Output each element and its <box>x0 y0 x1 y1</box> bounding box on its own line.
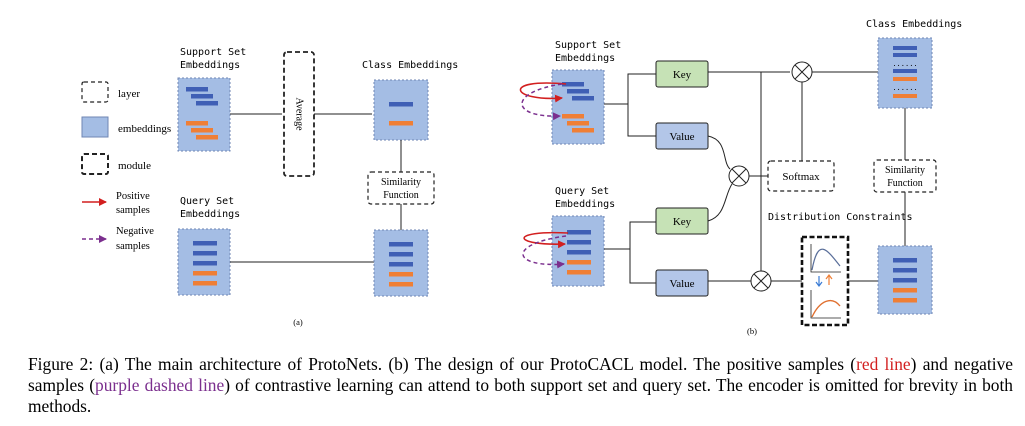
b-query-positive-arrow <box>523 231 569 249</box>
a-similarity-function <box>367 171 435 205</box>
b-similarity-line2: Function <box>887 178 923 189</box>
panel-a-label: (a) <box>293 317 303 327</box>
legend-embeddings-swatch <box>81 116 109 138</box>
b-query-to-key <box>604 221 656 250</box>
a-support-title-2: Embeddings <box>180 60 240 71</box>
b-support-embeddings <box>551 69 605 145</box>
b-query-value-box <box>655 269 709 297</box>
b-query-title-1: Query Set <box>555 186 609 197</box>
caption-part3: ) of contrastive learning can attend to … <box>28 375 1013 416</box>
b-class-embeddings-title: Class Embeddings <box>866 19 962 30</box>
legend-layer-label: layer <box>118 88 140 100</box>
a-query-right-bars <box>389 242 413 287</box>
figure-caption: Figure 2: (a) The main architecture of P… <box>28 354 1013 417</box>
a-class-embeddings-title: Class Embeddings <box>362 60 458 71</box>
b-multiply-bottom <box>750 270 772 292</box>
b-multiply-middle <box>728 165 750 187</box>
a-similarity-line2: Function <box>383 190 419 201</box>
b-support-title-2: Embeddings <box>555 53 615 64</box>
a-query-title-1: Query Set <box>180 196 234 207</box>
b-support-key-box <box>655 60 709 88</box>
b-support-key-label: Key <box>673 69 692 81</box>
legend: layer embeddings module Positive samples… <box>81 81 171 252</box>
b-softmax-layer <box>767 160 835 192</box>
a-class-embeddings <box>373 79 429 141</box>
b-support-negative-arrow <box>521 83 563 121</box>
legend-module-label: module <box>118 160 151 172</box>
average-label: Average <box>294 97 305 131</box>
b-distribution-title: Distribution Constraints <box>768 212 913 223</box>
a-query-title-2: Embeddings <box>180 209 240 220</box>
a-support-bars <box>186 87 218 140</box>
legend-positive-label-2: samples <box>116 205 150 216</box>
b-query-bars <box>567 230 591 275</box>
b-query-negative-arrow <box>522 235 567 269</box>
panel-a: layer embeddings module Positive samples… <box>81 47 458 327</box>
b-similarity-line1: Similarity <box>885 165 925 176</box>
b-support-bars <box>562 82 594 133</box>
caption-purple-text: purple dashed line <box>95 375 225 395</box>
legend-negative-label-1: Negative <box>116 226 154 237</box>
b-query-right-bars <box>893 258 917 303</box>
legend-module-swatch <box>81 153 109 175</box>
b-support-title-1: Support Set <box>555 40 621 51</box>
caption-part2: ) and negative samples ( <box>28 354 1013 395</box>
panel-b: Support Set Embeddings Query Set Embeddi… <box>519 19 962 336</box>
b-query-title-2: Embeddings <box>555 199 615 210</box>
caption-red-text: red line <box>856 354 911 374</box>
legend-embeddings-label: embeddings <box>118 123 171 135</box>
caption-part1: Figure 2: (a) The main architecture of P… <box>28 354 857 374</box>
b-support-to-value <box>627 104 656 137</box>
b-query-key-label: Key <box>673 216 692 228</box>
legend-negative-label-2: samples <box>116 241 150 252</box>
figure-2-diagram: layer embeddings module Positive samples… <box>81 19 962 336</box>
b-support-to-key <box>604 73 656 105</box>
b-class-dots-1: ...... <box>892 60 917 68</box>
b-support-positive-arrow <box>519 82 567 103</box>
b-support-value-label: Value <box>669 131 694 143</box>
b-qkey-to-mult-mid <box>707 183 733 222</box>
b-distribution-plots <box>810 244 841 319</box>
legend-positive-label-1: Positive <box>116 191 150 202</box>
a-similarity-line1: Similarity <box>381 177 421 188</box>
b-class-bars: ...... ...... <box>892 46 918 98</box>
average-module <box>283 51 315 177</box>
legend-layer-swatch <box>81 81 109 103</box>
b-class-dots-2: ...... <box>892 84 917 92</box>
b-multiply-top <box>791 61 813 83</box>
b-softmax-label: Softmax <box>782 171 820 183</box>
b-value-to-mult-mid <box>707 135 731 170</box>
b-query-value-label: Value <box>669 278 694 290</box>
a-query-bars <box>193 241 217 286</box>
panel-b-label: (b) <box>747 326 757 336</box>
a-support-title-1: Support Set <box>180 47 246 58</box>
b-query-to-value <box>629 249 656 284</box>
